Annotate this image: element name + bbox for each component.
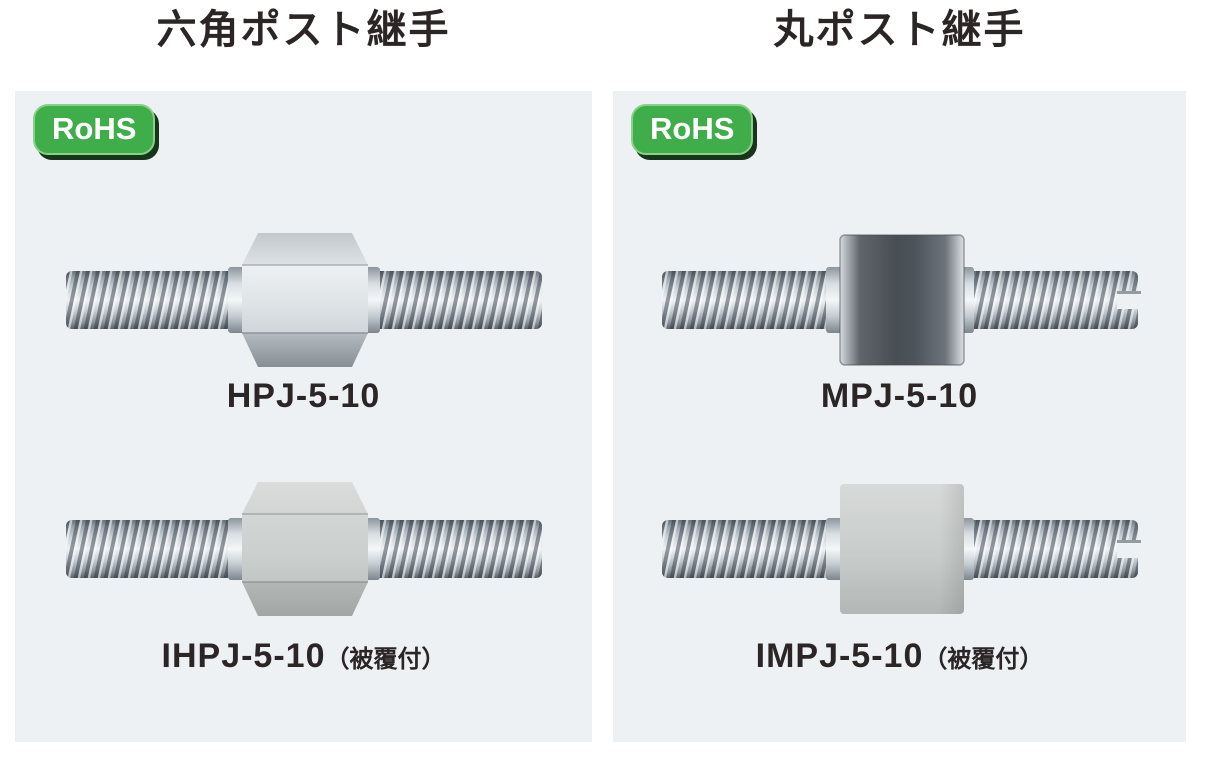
mpj-product-label: MPJ-5-10 [613, 379, 1186, 413]
hpj-product-label: HPJ-5-10 [15, 379, 592, 413]
impj-product-photo [658, 474, 1142, 624]
impj-model-note: （被覆付） [923, 646, 1044, 673]
rohs-badge-label: RoHS [52, 111, 137, 146]
hpj-product-photo [62, 225, 546, 375]
ihpj-product-label: IHPJ-5-10（被覆付） [15, 639, 592, 673]
hex-joint-column: 六角ポスト継手 RoHS HPJ-5-10 [15, 0, 592, 759]
hpj-model-number: HPJ-5-10 [226, 377, 381, 415]
round-panel: RoHS MPJ-5-10 [613, 91, 1186, 742]
ihpj-model-number: IHPJ-5-10 [161, 637, 326, 675]
ihpj-model-note: （被覆付） [325, 646, 446, 673]
hex-column-title: 六角ポスト継手 [156, 8, 451, 52]
rohs-badge: RoHS [631, 104, 754, 155]
mpj-model-number: MPJ-5-10 [820, 377, 979, 415]
impj-product-label: IMPJ-5-10（被覆付） [613, 639, 1186, 673]
hex-panel: RoHS HPJ-5-10 [15, 91, 592, 742]
ihpj-product-photo [62, 474, 546, 624]
mpj-product-photo [658, 225, 1142, 375]
round-column-title: 丸ポスト継手 [773, 8, 1026, 52]
rohs-badge: RoHS [33, 104, 156, 155]
impj-model-number: IMPJ-5-10 [755, 637, 924, 675]
round-joint-column: 丸ポスト継手 RoHS MPJ-5-10 [613, 0, 1186, 759]
rohs-badge-label: RoHS [650, 111, 735, 146]
